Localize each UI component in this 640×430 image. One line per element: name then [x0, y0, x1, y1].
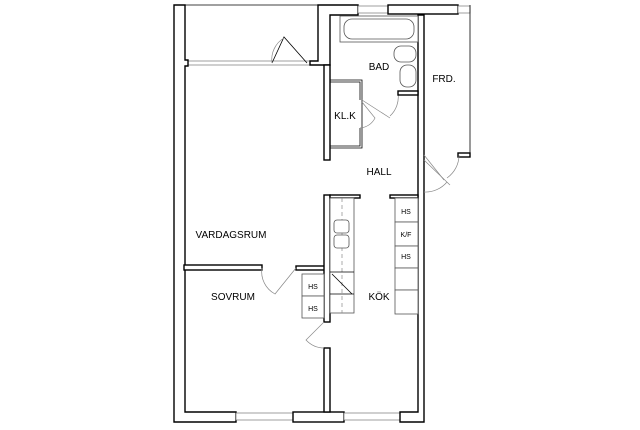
wall-kok-left — [323, 194, 331, 323]
balcony-door-swing — [271, 37, 285, 64]
stove-mark — [331, 273, 353, 295]
window-kok — [343, 412, 401, 421]
outer-wall-left — [173, 4, 237, 423]
window-bad — [357, 5, 389, 14]
frd-door — [423, 154, 460, 181]
klk-closet — [329, 79, 363, 149]
room-label-bad: BAD — [369, 62, 390, 73]
cabinet — [301, 295, 325, 319]
kitchen-cabinets: HS K/F HS — [394, 197, 419, 315]
cabinet — [394, 267, 419, 291]
toilet — [393, 45, 417, 63]
wall-wardrobe-top — [295, 265, 327, 271]
kok-sovrum-door — [305, 321, 325, 349]
kok-wall-stub-right — [389, 194, 419, 199]
outer-wall-top — [387, 4, 459, 15]
room-label-sovrum: SOVRUM — [211, 292, 255, 303]
window-frd — [457, 5, 471, 14]
balcony-door — [271, 36, 308, 64]
frd-wall-stub — [457, 152, 471, 158]
room-label-hall: HALL — [366, 167, 391, 178]
bath-wall-stub — [397, 90, 419, 96]
sink-basin — [333, 234, 350, 249]
outer-wall-right — [399, 14, 425, 423]
klk-door — [359, 101, 376, 129]
room-label-frd: FRD. — [432, 74, 455, 85]
balcony-window — [184, 60, 326, 66]
wall-kok-left-lower — [323, 347, 331, 413]
cabinet-label: HS — [308, 284, 318, 291]
bath-wall-left — [323, 64, 331, 161]
cabinet-label: K/F — [401, 232, 412, 239]
cabinet-label: HS — [401, 209, 411, 216]
room-label-kok: KÖK — [368, 291, 389, 303]
entrance-door — [423, 159, 451, 193]
cabinet — [394, 289, 419, 315]
wall-vardagsrum-sovrum — [183, 264, 263, 271]
bedroom-cabinets: HS HS — [301, 273, 325, 319]
cabinet-label: HS — [401, 254, 411, 261]
cabinet-label: HS — [308, 306, 318, 313]
sink — [399, 64, 417, 88]
bathtub-basin — [343, 18, 415, 40]
room-label-vardagsrum: VARDAGSRUM — [196, 230, 267, 241]
sovrum-door — [261, 267, 297, 295]
room-label-klk: KL.K — [334, 111, 356, 122]
bath-door — [361, 92, 399, 119]
outer-wall-bottom — [292, 411, 345, 423]
window-sovrum — [235, 412, 294, 421]
sink-basin — [333, 219, 350, 234]
kok-wall-stub-left — [329, 194, 361, 199]
